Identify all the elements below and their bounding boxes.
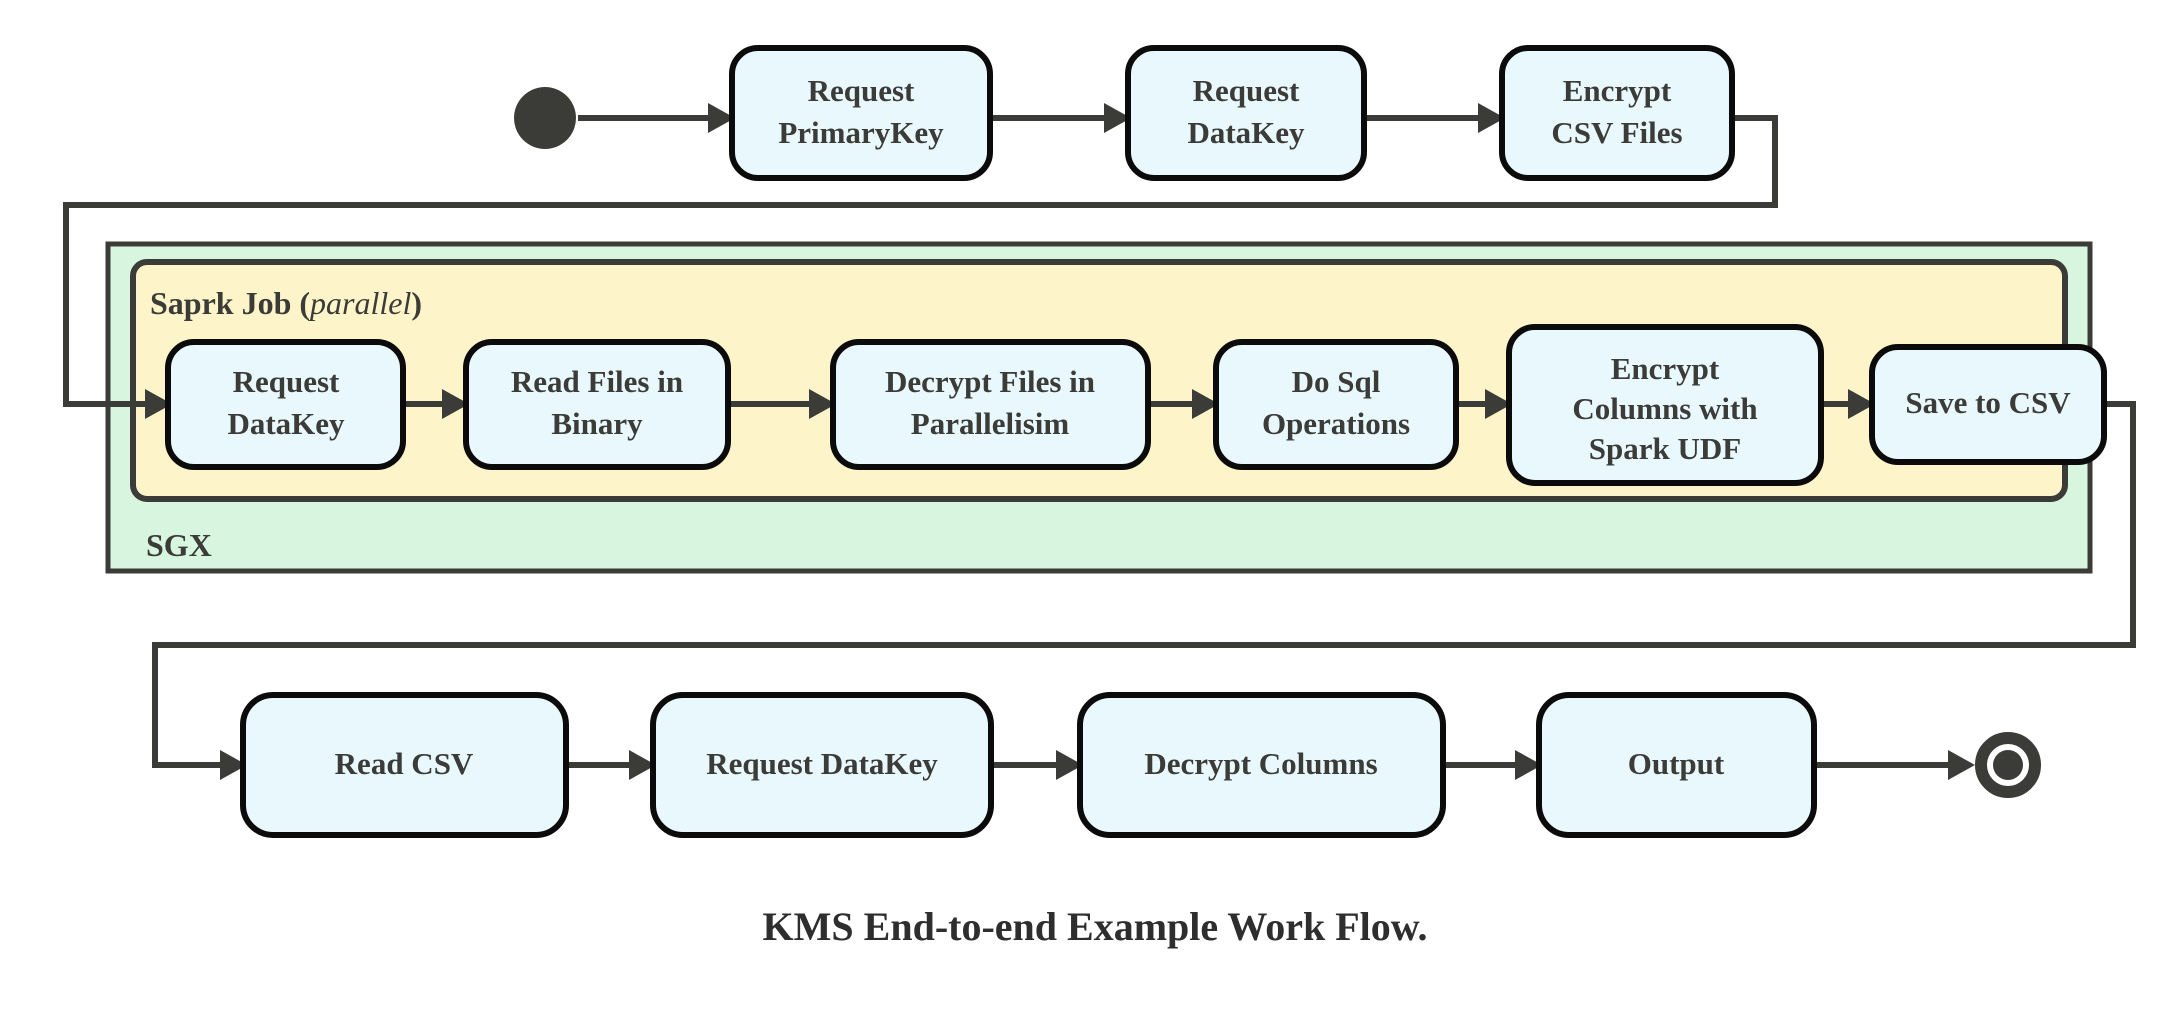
node-request-datakey-bottom-rect[interactable] bbox=[650, 692, 994, 838]
edge-encrypt-csv-to-spark-request-datakey bbox=[63, 115, 1778, 419]
node-read-files-in-binary-line-1: Read Files in bbox=[511, 364, 683, 399]
arrow-head-icon bbox=[1478, 103, 1505, 133]
edge-decrypt-columns-to-output bbox=[1443, 750, 1542, 780]
arrow-head-icon bbox=[1948, 750, 1975, 780]
node-request-datakey-top[interactable]: Request DataKey bbox=[1125, 45, 1367, 181]
diagram-caption: KMS End-to-end Example Work Flow. bbox=[763, 904, 1428, 949]
node-save-to-csv-line-1: Save to CSV bbox=[1905, 385, 2071, 420]
node-request-datakey-spark-line-1: Request bbox=[233, 364, 340, 399]
node-read-csv-rect[interactable] bbox=[240, 692, 569, 838]
arrow-head-icon bbox=[442, 389, 469, 419]
edge-start-to-request-primarykey bbox=[578, 103, 735, 133]
arrow-head-icon bbox=[1056, 750, 1083, 780]
edge-output-to-end bbox=[1814, 750, 1975, 780]
arrow-head-icon bbox=[809, 389, 836, 419]
node-save-to-csv[interactable]: Save to CSV bbox=[1869, 344, 2107, 465]
end-node-icon bbox=[1975, 732, 2041, 798]
node-encrypt-csv-files-line-2: CSV Files bbox=[1551, 115, 1682, 150]
spark-job-label-italic: parallel bbox=[308, 285, 411, 321]
node-encrypt-columns-with-spark-udf[interactable]: Encrypt Columns with Spark UDF bbox=[1506, 324, 1824, 486]
node-decrypt-files-in-parallelisim-line-1: Decrypt Files in bbox=[885, 364, 1095, 399]
node-request-datakey-spark[interactable]: Request DataKey bbox=[165, 339, 406, 470]
arrow-head-icon bbox=[1104, 103, 1131, 133]
node-do-sql-operations[interactable]: Do Sql Operations bbox=[1213, 339, 1459, 470]
node-output-rect[interactable] bbox=[1536, 692, 1817, 838]
node-request-primarykey-line-1: Request bbox=[808, 73, 915, 108]
arrow-head-icon bbox=[1515, 750, 1542, 780]
node-encrypt-columns-with-spark-udf-rect[interactable] bbox=[1506, 324, 1824, 486]
node-request-datakey-top-line-1: Request bbox=[1193, 73, 1300, 108]
arrow-head-icon bbox=[1192, 389, 1219, 419]
node-encrypt-csv-files-line-1: Encrypt bbox=[1563, 73, 1672, 108]
edge-read-csv-to-request-datakey bbox=[566, 750, 656, 780]
edge-encrypt-columns-to-save-csv bbox=[1821, 389, 1875, 419]
node-do-sql-operations-rect[interactable] bbox=[1213, 339, 1459, 470]
edge-save-csv-to-read-csv bbox=[152, 401, 2136, 780]
node-request-datakey-bottom-line-1: Request DataKey bbox=[706, 746, 938, 781]
spark-job-container-label: Saprk Job (parallel) bbox=[150, 285, 422, 321]
arrow-head-icon bbox=[1485, 389, 1512, 419]
node-do-sql-operations-line-1: Do Sql bbox=[1292, 364, 1381, 399]
edge-spark-datakey-to-read-files bbox=[403, 389, 469, 419]
node-encrypt-csv-files[interactable]: Encrypt CSV Files bbox=[1499, 45, 1735, 181]
node-request-datakey-top-line-2: DataKey bbox=[1187, 115, 1305, 150]
edge-do-sql-to-encrypt-columns bbox=[1456, 389, 1512, 419]
node-request-primarykey[interactable]: Request PrimaryKey bbox=[729, 45, 993, 181]
edge-request-datakey-to-encrypt-csv bbox=[1364, 103, 1505, 133]
node-encrypt-csv-files-rect[interactable] bbox=[1499, 45, 1735, 181]
edge-decrypt-files-to-do-sql bbox=[1148, 389, 1219, 419]
node-save-to-csv-rect[interactable] bbox=[1869, 344, 2107, 465]
spark-job-label-paren-close: ) bbox=[411, 285, 422, 321]
node-decrypt-files-in-parallelisim-line-2: Parallelisim bbox=[911, 406, 1070, 441]
start-node-icon bbox=[514, 87, 576, 149]
node-read-csv[interactable]: Read CSV bbox=[240, 692, 569, 838]
arrow-head-icon bbox=[629, 750, 656, 780]
node-do-sql-operations-line-2: Operations bbox=[1262, 406, 1410, 441]
node-read-files-in-binary[interactable]: Read Files in Binary bbox=[463, 339, 731, 470]
edge-request-datakey-to-decrypt-columns bbox=[991, 750, 1083, 780]
node-read-csv-line-1: Read CSV bbox=[335, 746, 474, 781]
node-decrypt-columns[interactable]: Decrypt Columns bbox=[1077, 692, 1446, 838]
node-encrypt-columns-with-spark-udf-line-1: Encrypt bbox=[1611, 351, 1720, 386]
spark-job-label-bold: Saprk Job bbox=[150, 285, 291, 321]
node-decrypt-columns-rect[interactable] bbox=[1077, 692, 1446, 838]
arrow-head-icon bbox=[220, 750, 247, 780]
node-read-files-in-binary-line-2: Binary bbox=[551, 406, 643, 441]
node-decrypt-files-in-parallelisim[interactable]: Decrypt Files in Parallelisim bbox=[830, 339, 1151, 470]
node-request-primarykey-rect[interactable] bbox=[729, 45, 993, 181]
arrow-head-icon bbox=[145, 389, 172, 419]
node-read-files-in-binary-rect[interactable] bbox=[463, 339, 731, 470]
node-request-datakey-bottom[interactable]: Request DataKey bbox=[650, 692, 994, 838]
arrow-head-icon bbox=[708, 103, 735, 133]
node-output-line-1: Output bbox=[1628, 746, 1725, 781]
node-output[interactable]: Output bbox=[1536, 692, 1817, 838]
spark-job-label-paren-open: ( bbox=[291, 285, 310, 321]
node-request-datakey-spark-rect[interactable] bbox=[165, 339, 406, 470]
node-decrypt-columns-line-1: Decrypt Columns bbox=[1144, 746, 1377, 781]
node-request-primarykey-line-2: PrimaryKey bbox=[778, 115, 944, 150]
arrow-head-icon bbox=[1848, 389, 1875, 419]
node-encrypt-columns-with-spark-udf-line-3: Spark UDF bbox=[1589, 431, 1741, 466]
node-decrypt-files-in-parallelisim-rect[interactable] bbox=[830, 339, 1151, 470]
edge-read-files-to-decrypt-files bbox=[728, 389, 836, 419]
node-request-datakey-spark-line-2: DataKey bbox=[227, 406, 345, 441]
node-encrypt-columns-with-spark-udf-line-2: Columns with bbox=[1572, 391, 1757, 426]
sgx-container-label: SGX bbox=[146, 527, 212, 563]
node-request-datakey-top-rect[interactable] bbox=[1125, 45, 1367, 181]
edge-request-primarykey-to-request-datakey bbox=[990, 103, 1131, 133]
